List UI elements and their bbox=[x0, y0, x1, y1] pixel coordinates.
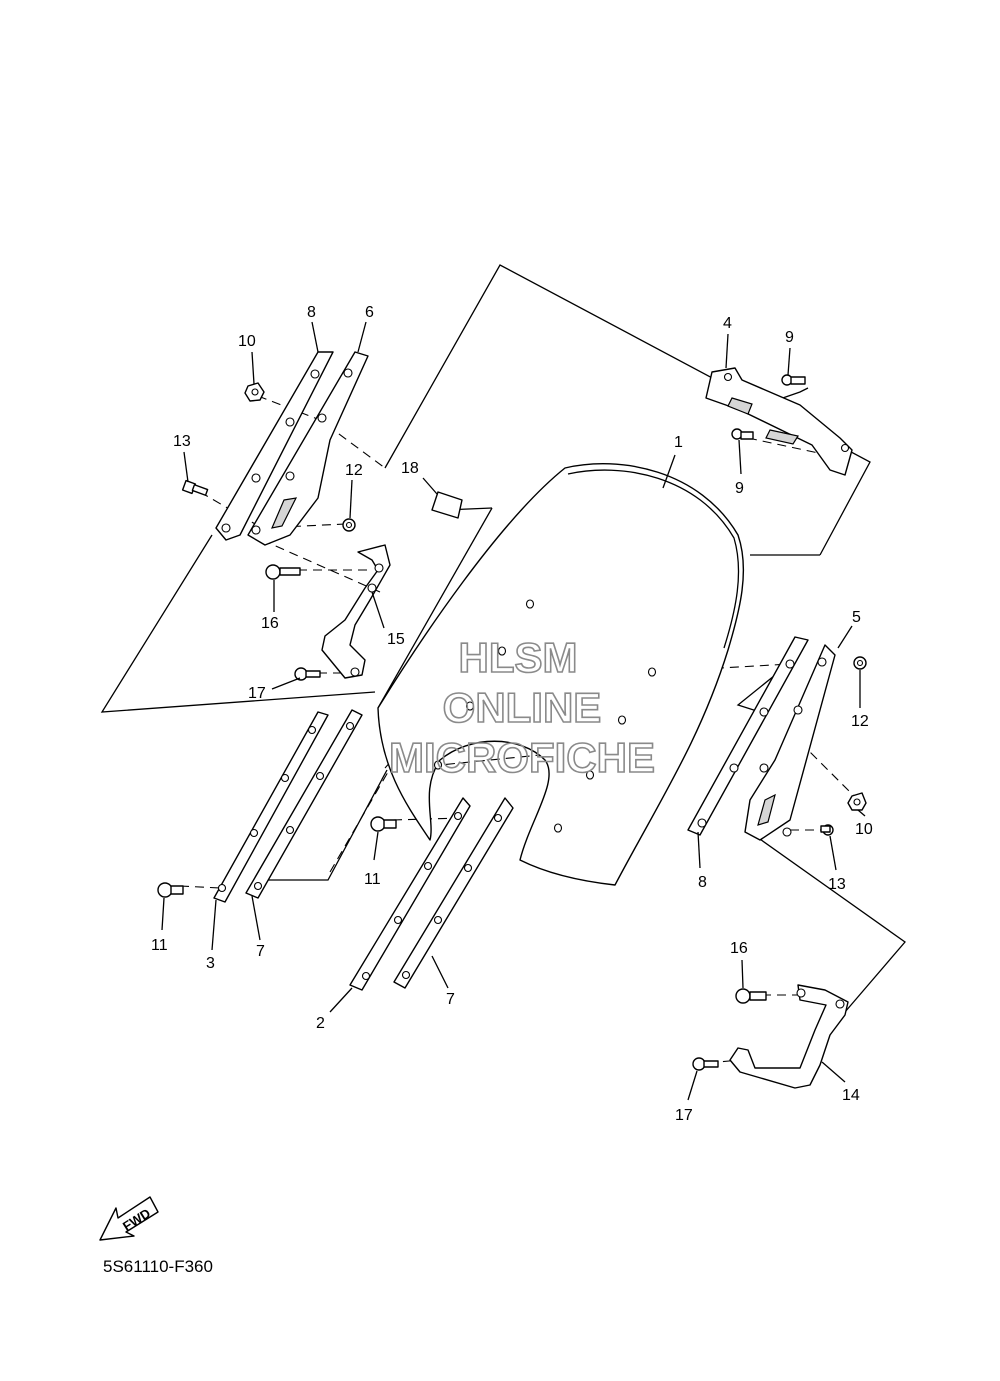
callout-17a: 17 bbox=[248, 685, 266, 702]
callout-1: 1 bbox=[674, 434, 683, 451]
pad-part-18 bbox=[431, 491, 463, 519]
callout-16a: 16 bbox=[261, 615, 279, 632]
callout-9a: 9 bbox=[785, 329, 794, 346]
bracket-part-15 bbox=[321, 544, 391, 679]
bolt-part-13-left bbox=[181, 479, 209, 496]
strip-part-7-middle bbox=[393, 797, 514, 989]
callout-3: 3 bbox=[206, 955, 215, 972]
callout-18: 18 bbox=[401, 460, 419, 477]
callout-15: 15 bbox=[387, 631, 405, 648]
callout-6: 6 bbox=[365, 304, 374, 321]
callout-7b: 7 bbox=[446, 991, 455, 1008]
bolt-part-16-left bbox=[265, 564, 301, 580]
bracket-part-8-right bbox=[687, 636, 809, 836]
watermark: HLSM ONLINE MICROFICHE bbox=[388, 633, 656, 782]
windscreen-part-1 bbox=[377, 463, 745, 886]
bolt-part-9-top bbox=[781, 374, 806, 386]
callout-2: 2 bbox=[316, 1015, 325, 1032]
callout-11a: 11 bbox=[151, 937, 168, 954]
callout-9b: 9 bbox=[735, 480, 744, 497]
bracket-part-8-left bbox=[215, 351, 334, 541]
callout-12b: 12 bbox=[851, 713, 869, 730]
callout-11b: 11 bbox=[364, 871, 381, 888]
leader-lines bbox=[161, 321, 866, 1101]
callout-labels: 1 2 3 4 5 6 7 7 8 8 9 9 10 10 11 11 12 1… bbox=[151, 304, 873, 1124]
bolt-part-9-bottom bbox=[731, 428, 754, 440]
callout-10b: 10 bbox=[855, 821, 873, 838]
callout-10a: 10 bbox=[238, 333, 256, 350]
nut-part-12-left bbox=[342, 518, 356, 532]
bolt-part-17-right bbox=[692, 1057, 719, 1071]
bracket-part-4 bbox=[705, 367, 853, 476]
callout-7a: 7 bbox=[256, 943, 265, 960]
bracket-part-14 bbox=[729, 984, 849, 1089]
bolt-part-11-middle bbox=[370, 816, 397, 832]
bracket-part-6 bbox=[247, 351, 369, 546]
nut-part-10-left bbox=[244, 382, 265, 402]
watermark-line-1: HLSM bbox=[459, 634, 578, 681]
strip-part-2 bbox=[349, 797, 471, 991]
fasteners bbox=[157, 374, 867, 1071]
watermark-line-2: ONLINE bbox=[443, 684, 602, 731]
callout-13a: 13 bbox=[173, 433, 191, 450]
bracket-part-5 bbox=[744, 644, 836, 841]
fwd-arrow-icon: FWD bbox=[99, 1196, 159, 1241]
callout-5: 5 bbox=[852, 609, 861, 626]
bolt-part-16-right bbox=[735, 988, 767, 1004]
diagram-code: 5S61110-F360 bbox=[103, 1257, 213, 1276]
callout-8a: 8 bbox=[307, 304, 316, 321]
callout-14: 14 bbox=[842, 1087, 860, 1104]
strip-part-7-left bbox=[245, 709, 363, 899]
callout-12a: 12 bbox=[345, 462, 363, 479]
nut-part-12-right bbox=[853, 656, 867, 670]
strip-part-3 bbox=[213, 711, 329, 903]
callout-4: 4 bbox=[723, 315, 732, 332]
callout-8b: 8 bbox=[698, 874, 707, 891]
bolt-part-17-left bbox=[294, 667, 321, 681]
bolt-part-13-right bbox=[820, 824, 834, 836]
bolt-part-11-left bbox=[157, 882, 184, 898]
callout-16b: 16 bbox=[730, 940, 748, 957]
callout-17b: 17 bbox=[675, 1107, 693, 1124]
watermark-line-3: MICROFICHE bbox=[389, 734, 655, 781]
callout-13b: 13 bbox=[828, 876, 846, 893]
nut-part-10-right bbox=[847, 792, 867, 811]
